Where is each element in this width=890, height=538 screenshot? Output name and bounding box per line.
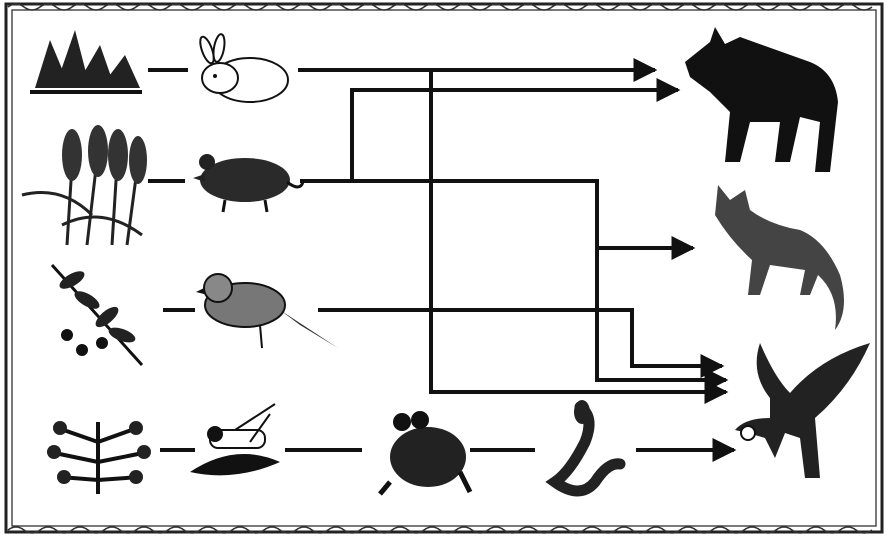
eagle-icon (735, 343, 870, 478)
snake-icon (555, 400, 620, 491)
wolf-icon (685, 27, 838, 172)
arrow-mouse-wildcat (352, 181, 693, 248)
olive-branch-icon (52, 265, 142, 365)
arrow-mouse-eagle (597, 248, 726, 380)
arrow-mouse-wolf (300, 90, 678, 181)
fern-icon (47, 421, 151, 494)
grass-icon (30, 30, 142, 94)
arrow-rabbit-eagle (431, 70, 726, 392)
sparrow-icon (196, 274, 338, 348)
mouse-icon (193, 154, 303, 212)
wildcat-icon (715, 185, 844, 330)
grasshopper-icon (190, 404, 280, 475)
arrow-sparrow-eagle (318, 310, 722, 366)
wheat-icon (22, 125, 147, 245)
rabbit-icon (198, 33, 288, 102)
frog-icon (380, 411, 470, 494)
predation-arrows (298, 70, 734, 450)
